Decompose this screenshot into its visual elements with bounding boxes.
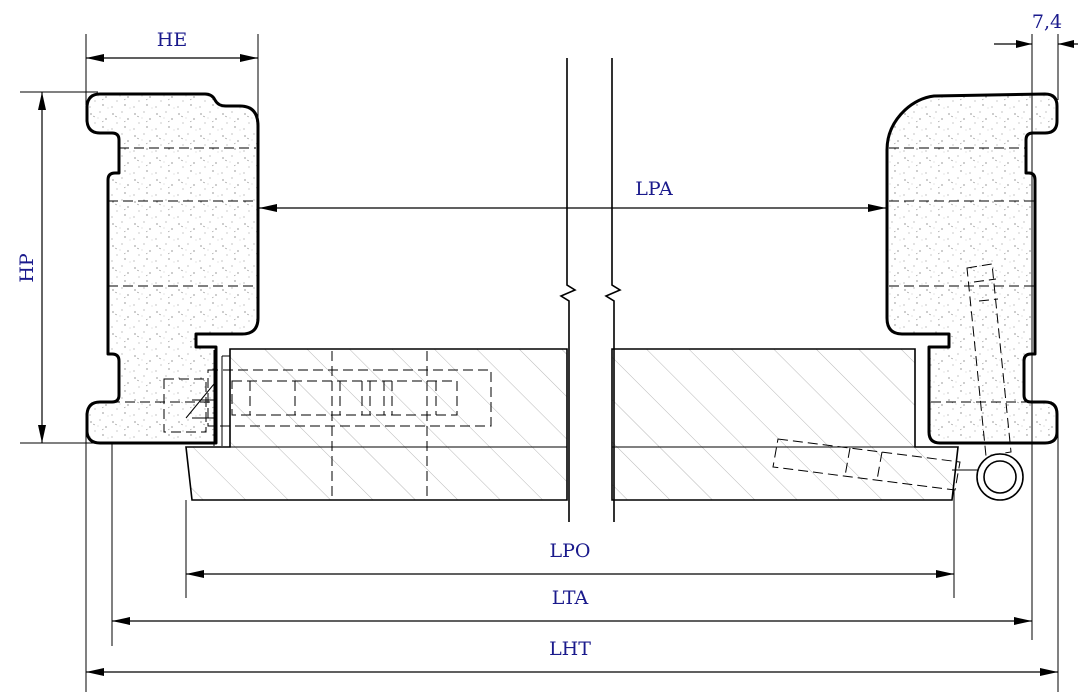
door-leaf-right-part [611, 348, 959, 501]
dimension-lht-label: LHT [549, 638, 591, 660]
hinge-mechanism [772, 263, 1024, 501]
dimension-hp: HP [16, 91, 98, 444]
dimension-lpa: LPA [259, 178, 886, 212]
break-line-right [604, 58, 622, 522]
dimension-lta-label: LTA [552, 587, 589, 609]
dimension-7-4-label: 7,4 [1032, 11, 1062, 33]
left-frame-profile [85, 92, 260, 445]
dimension-lta: LTA [111, 443, 1032, 646]
dimension-lht: LHT [85, 430, 1059, 692]
door-leaf-left-part [185, 348, 568, 501]
dimension-lpa-label: LPA [635, 178, 673, 200]
right-frame-profile [885, 92, 1059, 445]
dimension-lpo-label: LPO [550, 540, 591, 562]
dimension-7-4: 7,4 [994, 11, 1078, 640]
break-line-left [559, 58, 577, 522]
dimension-lpo: LPO [185, 490, 955, 598]
dimension-he-label: HE [157, 29, 187, 51]
dimension-hp-label: HP [16, 253, 38, 283]
lock-mechanism [163, 350, 492, 446]
dimension-he: HE [85, 29, 259, 118]
